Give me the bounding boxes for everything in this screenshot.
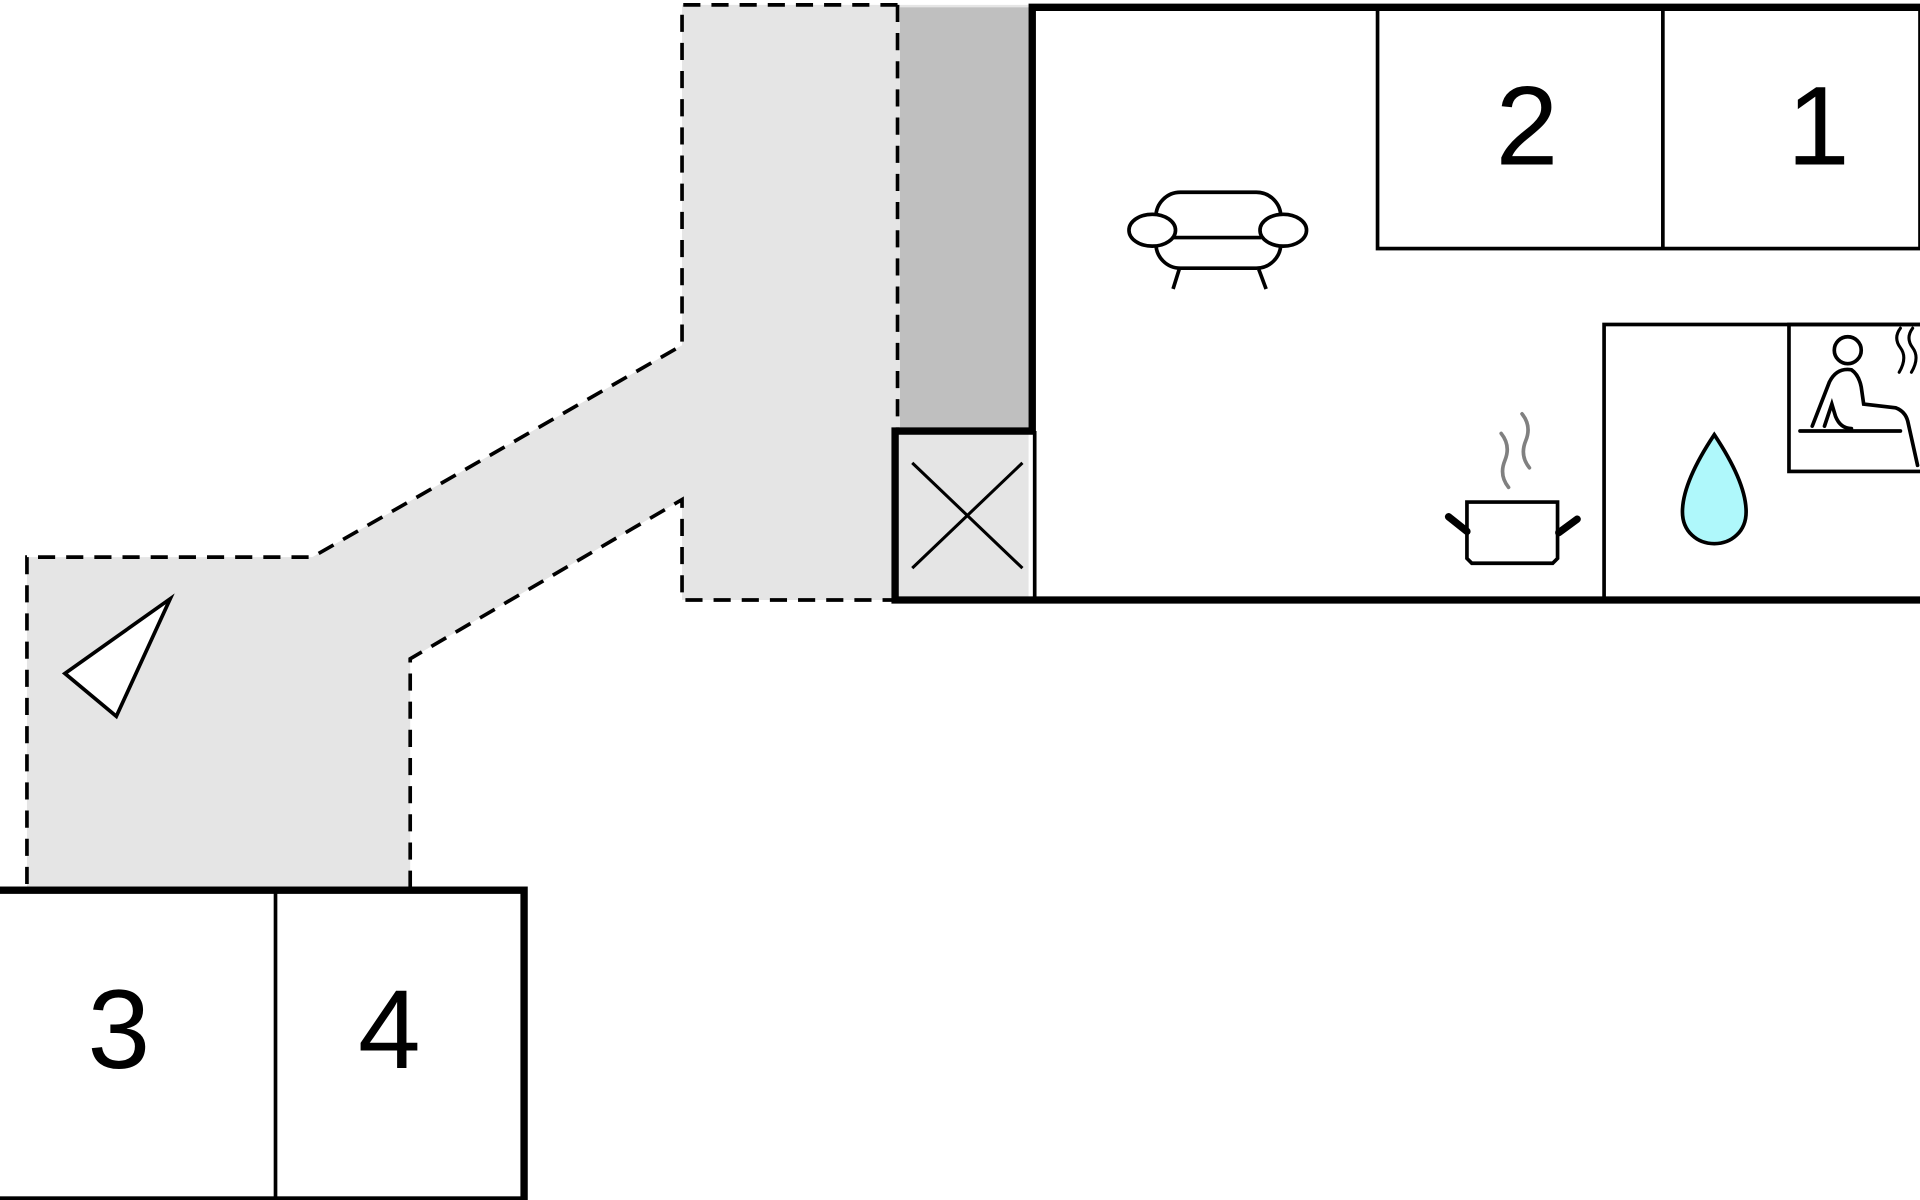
room-label-2: 2 bbox=[1496, 62, 1559, 188]
bathroom-outline bbox=[1602, 322, 1920, 602]
annex-building bbox=[0, 886, 528, 1200]
water-drop-icon bbox=[1680, 431, 1748, 546]
compass-north-icon bbox=[61, 593, 175, 720]
main-building bbox=[891, 3, 1920, 604]
sauna-outline bbox=[1787, 322, 1920, 474]
room-label-3: 3 bbox=[87, 966, 150, 1092]
covered-area bbox=[900, 7, 1030, 432]
terrace-area bbox=[26, 4, 1029, 888]
crossed-box-icon bbox=[911, 461, 1024, 570]
cooking-pot-icon bbox=[1444, 412, 1581, 566]
sofa-icon bbox=[1127, 190, 1309, 290]
room-label-1: 1 bbox=[1787, 62, 1850, 188]
terrace-outline bbox=[25, 3, 898, 888]
room-2-outline bbox=[1375, 5, 1920, 251]
sauna-icon bbox=[1798, 326, 1920, 468]
room-label-4: 4 bbox=[358, 966, 421, 1092]
terrace-outline-lower bbox=[408, 496, 898, 888]
